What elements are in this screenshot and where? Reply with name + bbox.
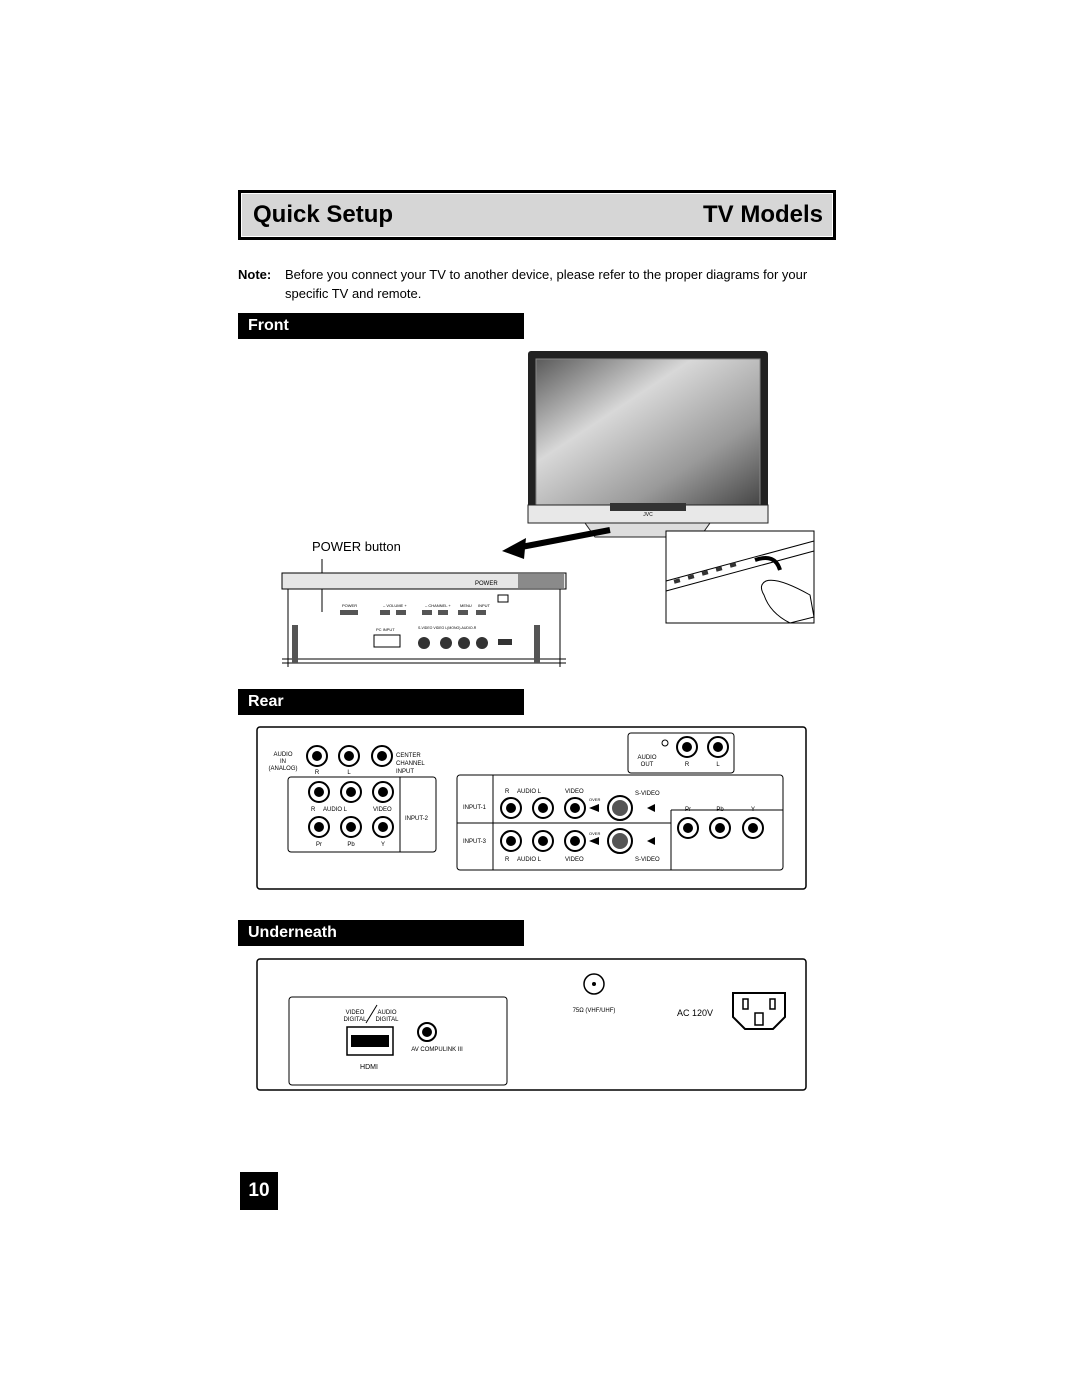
svg-text:AV COMPULINK III: AV COMPULINK III [411,1047,463,1053]
svg-text:CHANNEL: CHANNEL [396,761,425,767]
input2-group: R AUDIO L VIDEO INPUT-2 Pr Pb Y [287,776,437,853]
header-left-title: Quick Setup [253,201,394,228]
svg-text:R: R [315,770,320,776]
svg-text:MENU: MENU [460,603,472,608]
brand-logo: JVC [643,512,653,518]
front-diagram: JVC POWER button POWER POWER – VOLUME + … [281,351,815,667]
audio-out-group: AUDIO OUT R L [627,732,735,774]
note: Note: Before you connect your TV to anot… [238,265,836,303]
svg-text:S-VIDEO: S-VIDEO [635,857,660,863]
svg-text:75Ω (VHF/UHF): 75Ω (VHF/UHF) [573,1008,616,1014]
svg-text:AC 120V: AC 120V [677,1008,713,1018]
svg-text:IN: IN [280,759,286,765]
ac-power-group: AC 120V [677,992,786,1030]
power-button-label: POWER button [312,539,401,554]
page-header: Quick Setup TV Models [238,190,836,240]
svg-text:R: R [685,762,690,768]
svg-text:AUDIO L: AUDIO L [517,789,542,795]
svg-text:S-VIDEO VIDEO L(MONO)-AUDIO-: S-VIDEO VIDEO L(MONO)-AUDIO-R [418,626,477,630]
svg-text:OVER: OVER [589,831,600,836]
svg-text:– CHANNEL +: – CHANNEL + [425,603,451,608]
hdmi-group: VIDEO DIGITAL AUDIO DIGITAL HDMI AV COMP… [288,996,508,1086]
svg-text:Pr: Pr [685,807,691,813]
svg-text:POWER: POWER [342,603,357,608]
svg-text:CENTER: CENTER [396,753,421,759]
svg-text:AUDIO: AUDIO [273,752,292,758]
svg-text:R: R [505,857,510,863]
svg-text:– VOLUME +: – VOLUME + [383,603,407,608]
page-number: 10 [240,1172,278,1210]
button-press-illustration [665,530,815,624]
svg-text:AUDIO: AUDIO [377,1010,396,1016]
svg-text:INPUT-2: INPUT-2 [405,816,429,822]
input1-input3-group: INPUT-1 INPUT-3 R AUDIO L VIDEO S-VIDEO … [456,774,784,871]
svg-text:VIDEO: VIDEO [565,789,584,795]
antenna-group: 75Ω (VHF/UHF) [573,973,616,1014]
svg-text:HDMI: HDMI [360,1064,378,1071]
svg-text:AUDIO: AUDIO [637,755,656,761]
svg-text:R: R [311,807,316,813]
section-rear-title: Rear [238,689,524,715]
svg-text:Y: Y [381,842,385,848]
underneath-panel-diagram: VIDEO DIGITAL AUDIO DIGITAL HDMI AV COMP… [256,958,807,1091]
pointer-arrow [502,527,611,559]
svg-text:DIGITAL: DIGITAL [344,1017,368,1023]
svg-text:L: L [347,770,351,776]
svg-text:AUDIO L: AUDIO L [517,857,542,863]
svg-text:INPUT: INPUT [396,769,414,775]
svg-text:POWER: POWER [475,581,498,587]
svg-text:(ANALOG): (ANALOG) [268,766,297,772]
svg-text:Y: Y [751,807,755,813]
svg-text:INPUT-3: INPUT-3 [463,839,487,845]
svg-text:INPUT: INPUT [478,603,491,608]
svg-text:DIGITAL: DIGITAL [376,1017,400,1023]
svg-text:VIDEO: VIDEO [565,857,584,863]
svg-text:PC INPUT: PC INPUT [376,627,395,632]
note-text: Before you connect your TV to another de… [285,267,808,301]
header-right-title: TV Models [702,201,823,228]
svg-text:OVER: OVER [589,797,600,802]
rear-panel-diagram: AUDIO IN (ANALOG) R L CENTER CHANNEL INP… [256,726,807,890]
svg-text:INPUT-1: INPUT-1 [463,805,487,811]
svg-text:AUDIO L: AUDIO L [323,807,348,813]
svg-text:R: R [505,789,510,795]
section-underneath-title: Underneath [238,920,524,946]
note-label: Note: [238,267,272,282]
svg-text:VIDEO: VIDEO [346,1010,365,1016]
svg-text:OUT: OUT [641,762,654,768]
tv-front-illustration: JVC [527,351,769,538]
section-front-title: Front [238,313,524,339]
svg-text:S-VIDEO: S-VIDEO [635,791,660,797]
svg-text:L: L [716,762,720,768]
svg-text:VIDEO: VIDEO [373,807,392,813]
side-control-panel: POWER POWER – VOLUME + – CHANNEL + MENU … [281,572,567,667]
svg-text:Pb: Pb [347,842,355,848]
svg-text:Pb: Pb [716,807,724,813]
svg-text:Pr: Pr [316,842,322,848]
audio-in-group: AUDIO IN (ANALOG) R L CENTER CHANNEL INP… [268,745,425,776]
